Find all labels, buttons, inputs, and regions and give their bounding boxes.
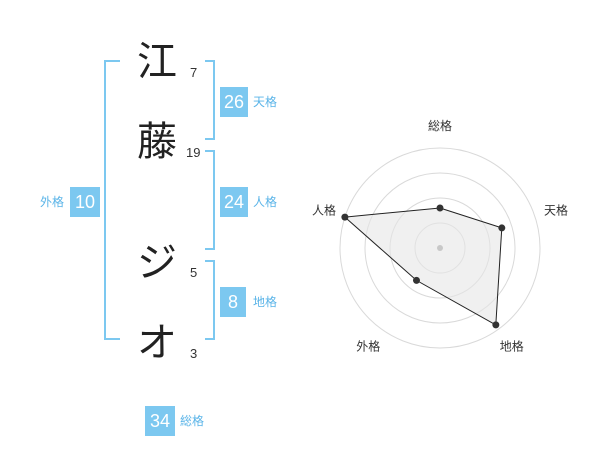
radar-point-2 bbox=[498, 224, 506, 232]
gaikaku-label: 外格 bbox=[40, 195, 65, 209]
gaikaku-value: 10 bbox=[70, 187, 100, 217]
stroke-count-2: 19 bbox=[186, 145, 201, 160]
radar-area bbox=[343, 207, 503, 326]
jinkaku-bracket bbox=[205, 150, 215, 250]
name-char-4: オ bbox=[137, 320, 177, 366]
tenkaku-bracket bbox=[205, 60, 215, 140]
radar-label-1: 総格 bbox=[428, 118, 452, 133]
jinkaku-value: 24 bbox=[220, 187, 248, 217]
radar-label-5: 人格 bbox=[312, 202, 336, 217]
radar-ring-4 bbox=[339, 147, 541, 349]
name-char-1: 江 bbox=[137, 39, 177, 85]
chikaku-value: 8 bbox=[220, 287, 246, 317]
radar-point-4 bbox=[412, 276, 420, 284]
stroke-count-1: 7 bbox=[190, 65, 198, 80]
soukaku-value: 34 bbox=[145, 406, 175, 436]
gaikaku-bracket bbox=[104, 60, 120, 340]
tenkaku-label: 天格 bbox=[253, 95, 278, 109]
radar-ring-3 bbox=[364, 172, 516, 324]
name-char-3: ジ bbox=[137, 240, 177, 286]
radar-point-3 bbox=[492, 321, 500, 329]
chikaku-label: 地格 bbox=[253, 295, 278, 309]
tenkaku-value: 26 bbox=[220, 87, 248, 117]
soukaku-label: 総格 bbox=[180, 414, 205, 428]
radar-label-3: 地格 bbox=[500, 339, 524, 354]
radar-label-2: 天格 bbox=[544, 202, 568, 217]
radar-label-4: 外格 bbox=[356, 339, 380, 354]
radar-point-1 bbox=[436, 204, 444, 212]
name-char-2: 藤 bbox=[137, 119, 177, 165]
radar-center-dot bbox=[437, 245, 443, 251]
radar-point-5 bbox=[341, 213, 349, 221]
radar-points bbox=[341, 204, 506, 329]
jinkaku-label: 人格 bbox=[253, 195, 278, 209]
chikaku-bracket bbox=[205, 260, 215, 340]
stroke-count-3: 5 bbox=[190, 265, 198, 280]
stroke-count-4: 3 bbox=[190, 346, 198, 361]
